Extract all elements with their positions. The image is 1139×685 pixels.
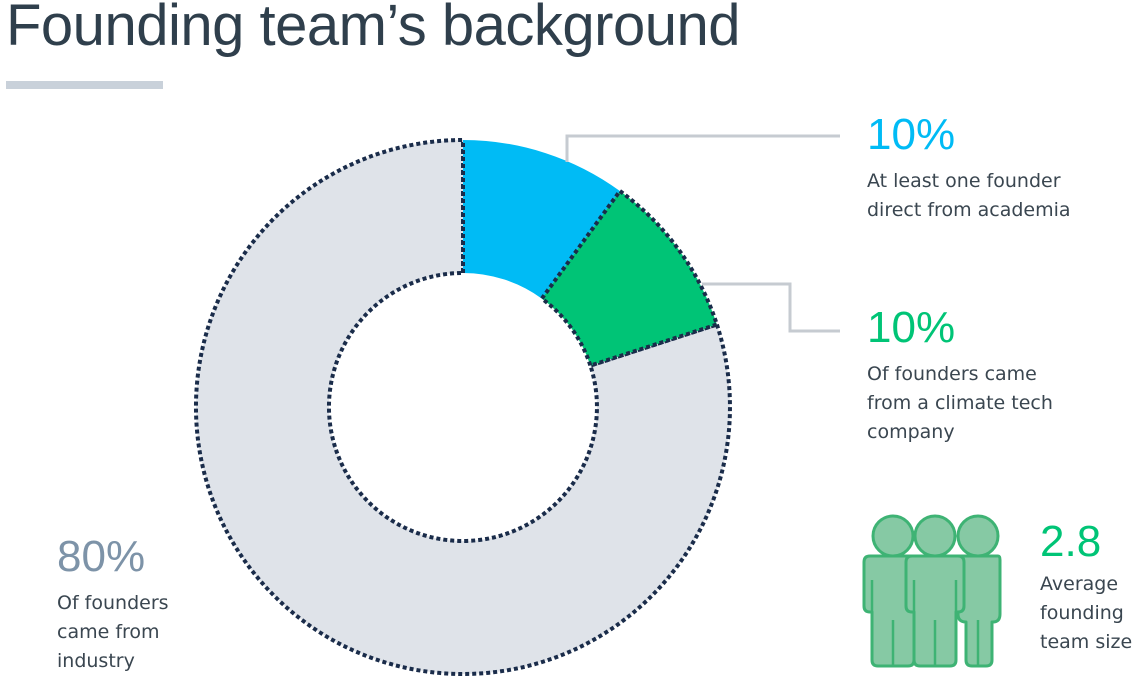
desc-line: Average <box>1040 573 1119 595</box>
three-people-icon <box>862 514 1002 668</box>
desc-line: team size <box>1040 631 1133 653</box>
desc-line: At least one founder <box>867 170 1061 192</box>
stat-team-desc: Average founding team size <box>1040 570 1132 657</box>
desc-line: industry <box>57 650 135 672</box>
stat-academia: 10% At least one founder direct from aca… <box>867 111 1071 225</box>
desc-line: direct from academia <box>867 199 1071 221</box>
page-title: Founding team’s background <box>6 0 740 58</box>
leader-line-climate <box>702 282 840 333</box>
desc-line: company <box>867 421 955 443</box>
segment-climate-tech <box>539 188 720 369</box>
stat-industry-desc: Of founders came from industry <box>57 589 169 676</box>
stat-academia-value: 10% <box>867 110 956 159</box>
desc-line: from a climate tech <box>867 392 1053 414</box>
stat-team-value: 2.8 <box>1040 517 1102 566</box>
stat-climate-value: 10% <box>867 303 956 352</box>
stat-academia-desc: At least one founder direct from academi… <box>867 167 1071 225</box>
stat-climate-desc: Of founders came from a climate tech com… <box>867 360 1053 447</box>
stat-team-size: 2.8 Average founding team size <box>1040 518 1132 657</box>
desc-line: came from <box>57 621 160 643</box>
title-underline <box>6 81 163 89</box>
segment-academia <box>463 140 620 299</box>
stat-climate-tech: 10% Of founders came from a climate tech… <box>867 304 1053 447</box>
segment-industry <box>193 137 732 676</box>
leader-line-academia <box>565 134 840 162</box>
desc-line: founding <box>1040 602 1124 624</box>
desc-line: Of founders came <box>867 363 1037 385</box>
desc-line: Of founders <box>57 592 169 614</box>
stat-industry-value: 80% <box>57 532 146 581</box>
stat-industry: 80% Of founders came from industry <box>57 533 169 676</box>
